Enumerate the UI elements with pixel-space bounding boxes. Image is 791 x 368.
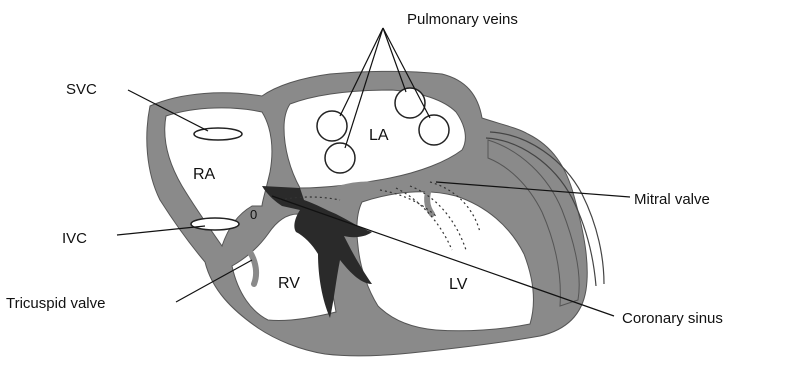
label-coronary-sinus: Coronary sinus	[622, 310, 723, 327]
chamber-la: LA	[369, 127, 389, 144]
chamber-lv: LV	[449, 276, 468, 293]
label-mitral-valve: Mitral valve	[634, 191, 710, 208]
ivc-opening	[191, 218, 239, 230]
pulmonary-vein-4	[419, 115, 449, 145]
svc-opening	[194, 128, 242, 140]
label-ivc: IVC	[62, 230, 87, 247]
pulmonary-vein-3	[395, 88, 425, 118]
chamber-ra: RA	[193, 166, 216, 183]
chamber-rv: RV	[278, 275, 300, 292]
label-pulmonary-veins: Pulmonary veins	[407, 11, 518, 28]
marker-zero: 0	[250, 207, 257, 222]
label-svc: SVC	[66, 81, 97, 98]
pulmonary-vein-1	[317, 111, 347, 141]
pulmonary-vein-2	[325, 143, 355, 173]
label-tricuspid-valve: Tricuspid valve	[6, 295, 105, 312]
